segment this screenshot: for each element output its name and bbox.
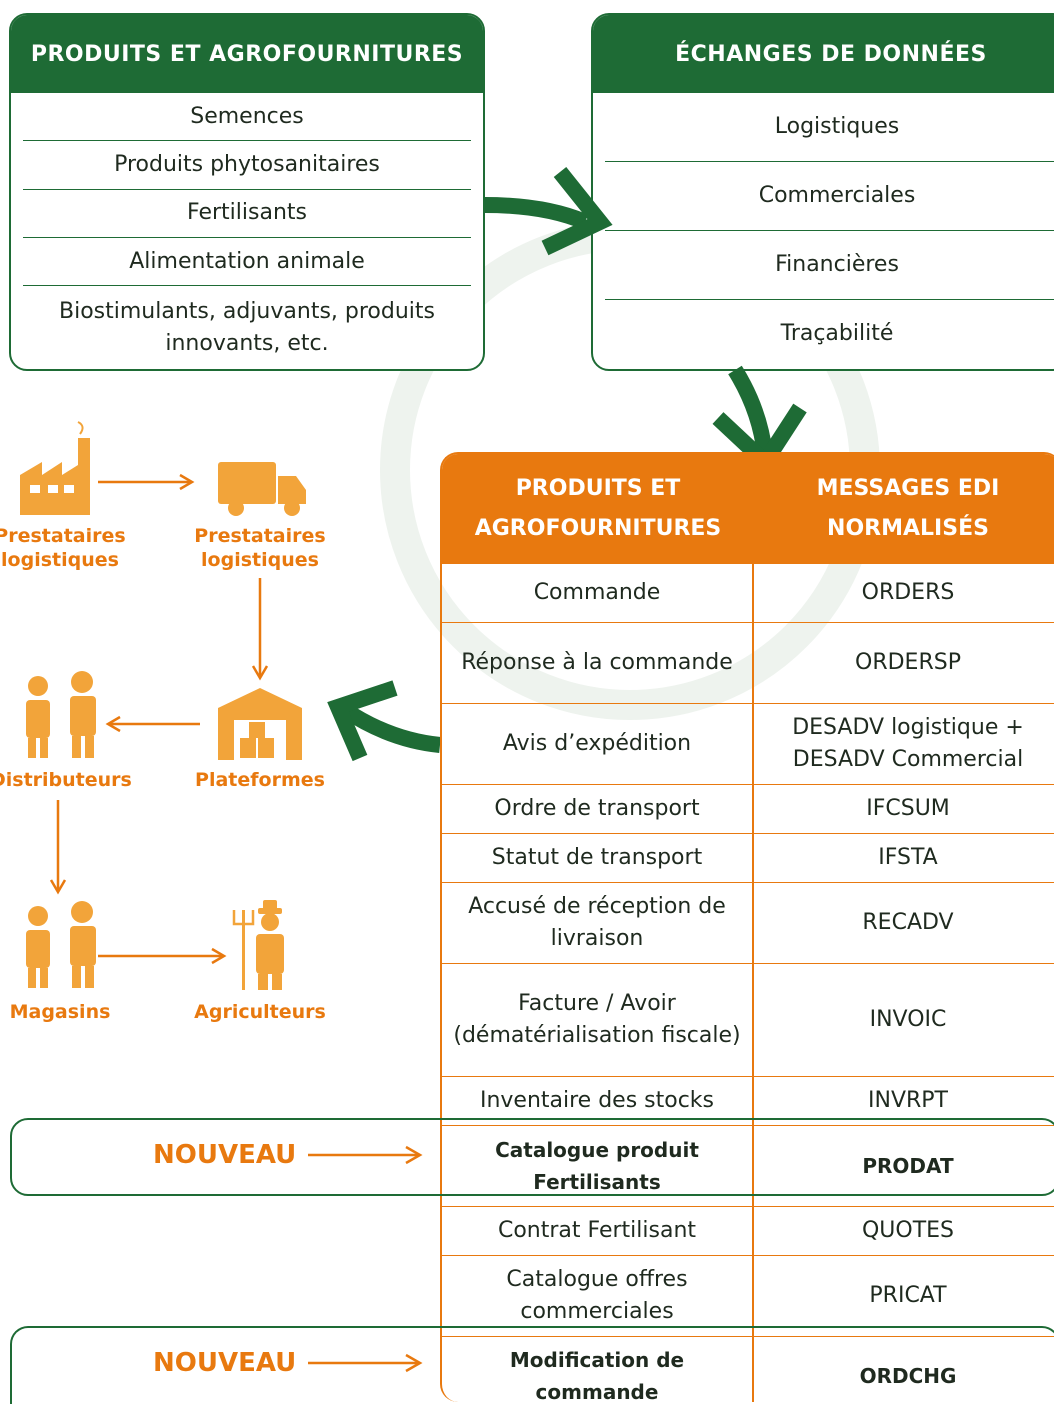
actor-label-platforms: Plateformes: [195, 769, 325, 791]
new-label-row: NOUVEAU: [153, 1348, 428, 1378]
data-exchange-box: ÉCHANGES DE DONNÉES Logistiques Commerci…: [591, 13, 1054, 371]
products-box-title: PRODUITS ET AGROFOURNITURES: [11, 15, 483, 93]
actor-label-stores: Magasins: [9, 1001, 111, 1023]
new-highlight-frame: [10, 1326, 1054, 1404]
new-label: NOUVEAU: [153, 1140, 297, 1170]
arrow-right-icon: [308, 1145, 423, 1165]
actor-label-farmers: Agriculteurs: [194, 1001, 326, 1023]
table-row: Réponse à la commande ORDERSP: [442, 623, 1054, 704]
list-item: Produits phytosanitaires: [23, 141, 471, 190]
list-item: Traçabilité: [780, 321, 894, 346]
farmer-icon: [232, 900, 284, 990]
new-highlight-frame: [10, 1118, 1054, 1196]
table-row: Avis d’expédition DESADV logistique + DE…: [442, 704, 1054, 785]
edi-table: PRODUITS ET AGROFOURNITURES MESSAGES EDI…: [440, 452, 1054, 1402]
arrow-right-icon: [484, 197, 589, 230]
table-row: Commande ORDERS: [442, 564, 1054, 623]
table-row: Accusé de réception de livraison RECADV: [442, 883, 1054, 964]
people-icon: [26, 671, 96, 758]
actor-label-truck: Prestataires logistiques: [194, 525, 326, 571]
column-header: PRODUITS ET AGROFOURNITURES: [474, 476, 722, 541]
truck-icon: [218, 462, 306, 516]
list-item: Commerciales: [605, 162, 1054, 231]
arrow-down-icon: [728, 365, 773, 456]
products-box: PRODUITS ET AGROFOURNITURES Semences Pro…: [9, 13, 485, 371]
arrow-right-head-icon: [541, 167, 613, 256]
actor-label-distributors: Distributeurs: [0, 769, 132, 791]
table-header: PRODUITS ET AGROFOURNITURES MESSAGES EDI…: [442, 454, 1054, 564]
list-item: Fertilisants: [23, 190, 471, 238]
list-item: Logistiques: [605, 93, 1054, 162]
actor-icons: [20, 421, 306, 990]
list-item: Alimentation animale: [23, 238, 471, 287]
list-item: Biostimulants, adjuvants, produits innov…: [59, 298, 435, 356]
table-row: Catalogue produit Fertilisants PRODAT: [442, 1126, 1054, 1207]
new-label-row: NOUVEAU: [153, 1140, 428, 1170]
arrow-left-icon: [340, 703, 441, 753]
table-row: Catalogue offres commerciales PRICAT: [442, 1256, 1054, 1337]
table-row: Ordre de transport IFCSUM: [442, 785, 1054, 834]
arrow-right-icon: [308, 1353, 423, 1373]
table-row: Facture / Avoir (dématérialisation fisca…: [442, 964, 1054, 1077]
people-icon: [26, 901, 96, 988]
list-item: Semences: [23, 93, 471, 142]
warehouse-icon: [218, 688, 302, 760]
table-row: Contrat Fertilisant QUOTES: [442, 1207, 1054, 1256]
arrow-left-head-icon: [327, 680, 398, 762]
table-row: Inventaire des stocks INVRPT: [442, 1077, 1054, 1126]
actor-label-factory: Prestataires logistiques: [0, 525, 126, 571]
new-label: NOUVEAU: [153, 1348, 297, 1378]
table-row: Statut de transport IFSTA: [442, 834, 1054, 883]
data-exchange-title: ÉCHANGES DE DONNÉES: [593, 15, 1054, 93]
list-item: Financières: [605, 231, 1054, 300]
column-header: MESSAGES EDI NORMALISÉS: [816, 476, 1000, 541]
factory-icon: [20, 421, 90, 515]
